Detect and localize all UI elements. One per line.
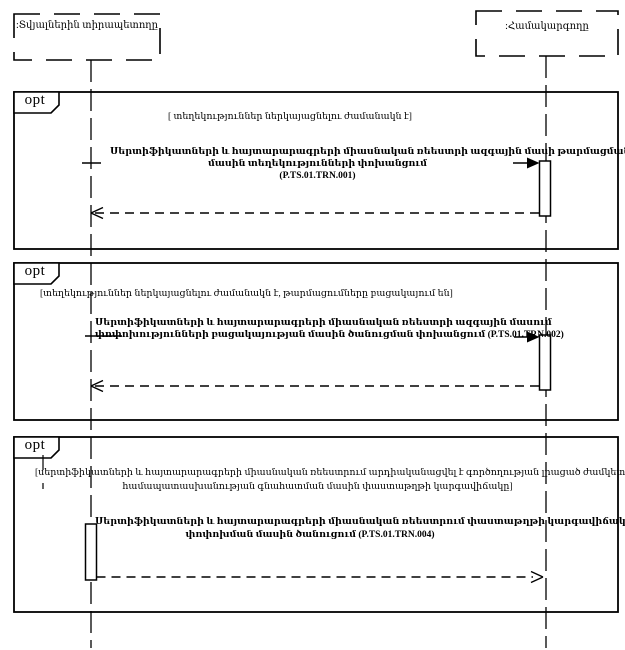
message-2-line1: Սերտիֆիկատների և հայտարարագրերի միասնակա… — [95, 318, 552, 328]
message-2-line2: փոփոխությունների բացակայության մասին ծան… — [95, 330, 564, 340]
opt-pentagon-2 — [13, 262, 60, 285]
activation-coordinator-2 — [538, 334, 552, 391]
actor-name-coordinator: :Համակարգողը — [505, 21, 589, 32]
message-arrowhead-3 — [530, 570, 544, 584]
opt-frame-1 — [13, 91, 619, 250]
return-arrowhead-1 — [90, 206, 104, 220]
opt-operator-2: opt — [24, 263, 46, 279]
opt-frame-2 — [13, 262, 619, 421]
message-1-code: (P.TS.01.TRN.001) — [279, 171, 356, 181]
opt-pentagon-3 — [13, 436, 60, 459]
message-arrowhead-2 — [527, 331, 540, 343]
opt-operator-3: opt — [24, 437, 46, 453]
message-1-line1: Սերտիֆիկատների և հայտարարագրերի միասնակա… — [110, 147, 625, 157]
actor-name-data-owner: :Տվյալներին տիրապետողը — [15, 20, 159, 31]
activation-coordinator-1 — [538, 160, 552, 217]
guard-condition-1: [ տեղեկություններ ներկայացնելու ժամանակն… — [168, 112, 412, 122]
message-1-line2: մասին տեղեկությունների փոխանցում — [208, 159, 427, 169]
return-arrowhead-2 — [90, 379, 104, 393]
opt-operator-1: opt — [24, 92, 46, 108]
guard-condition-3: [սերտիֆիկատների և հայտարարագրերի միասնակ… — [35, 466, 625, 494]
guard-condition-2: [տեղեկություններ ներկայացնելու ժամանակն … — [40, 289, 453, 299]
actor-box-data-owner — [13, 13, 161, 61]
activation-data-owner-3 — [84, 523, 98, 581]
actor-box-coordinator — [475, 10, 619, 57]
opt-pentagon-1 — [13, 91, 60, 114]
message-3-line2: փոփոխման մասին ծանուցում (P.TS.01.TRN.00… — [185, 530, 435, 540]
opt-frame-3 — [13, 436, 619, 613]
guard-condition-3-line1: [սերտիֆիկատների և հայտարարագրերի միասնակ… — [35, 468, 625, 478]
message-arrowhead-1 — [527, 157, 540, 169]
message-label-1: Սերտիֆիկատների և հայտարարագրերի միասնակա… — [110, 146, 625, 182]
message-label-2: Սերտիֆիկատների և հայտարարագրերի միասնակա… — [95, 317, 564, 341]
message-3-line1: Սերտիֆիկատների և հայտարարագրերի միասնակա… — [95, 517, 625, 527]
message-line-2 — [85, 335, 528, 338]
guard-condition-3-line2: համապատասխանության գնահատման մասին փաստա… — [122, 482, 513, 492]
message-label-3: Սերտիֆիկատների և հայտարարագրերի միասնակա… — [95, 516, 625, 542]
